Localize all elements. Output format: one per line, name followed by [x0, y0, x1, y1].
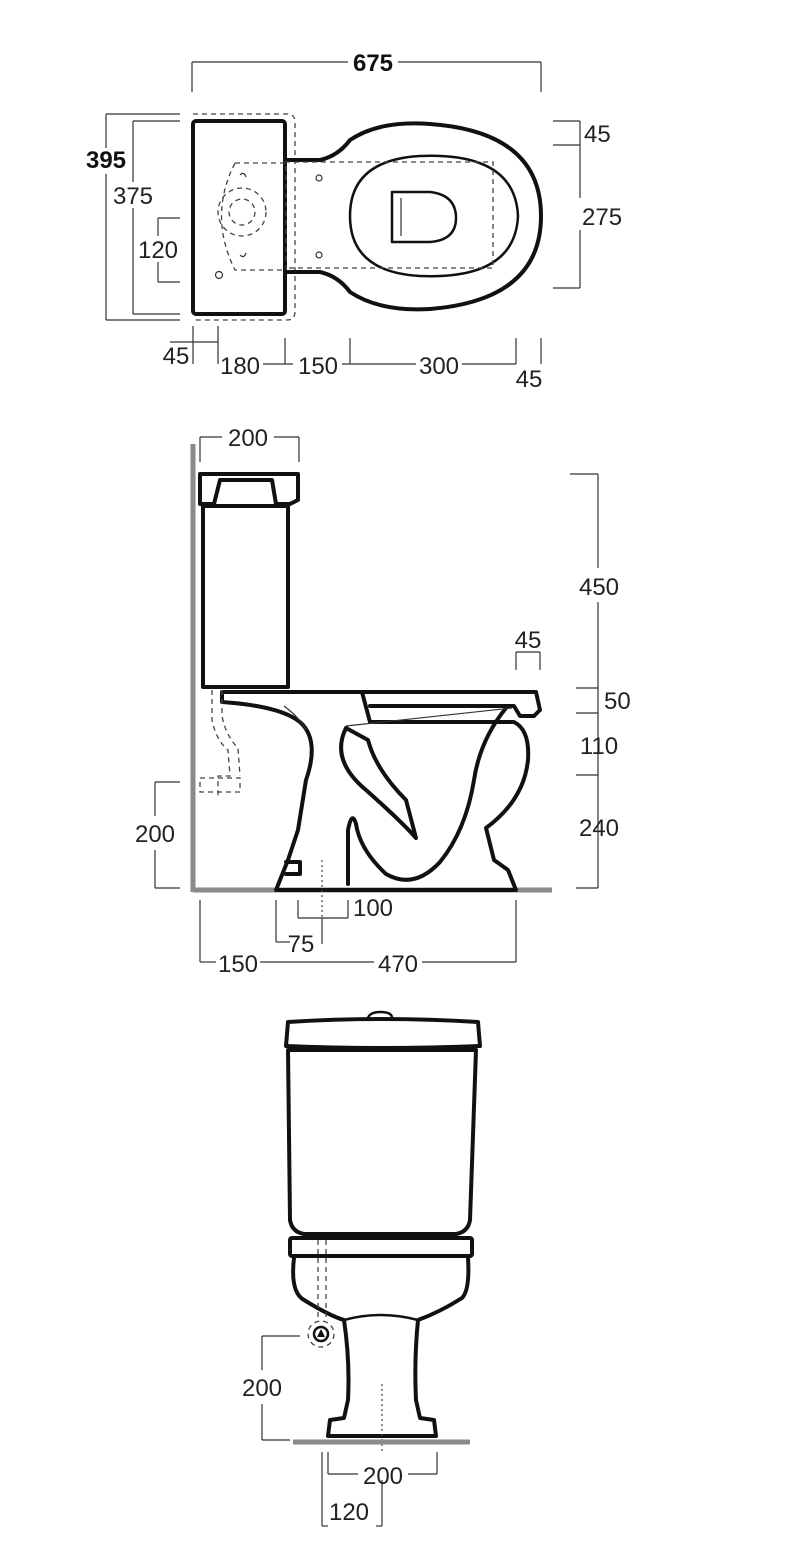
cistern-dashed-outline	[193, 113, 296, 321]
screw-mark-bottom	[239, 252, 247, 258]
dim-200-cistern: 200	[199, 425, 300, 462]
inlet-pipe-dashed	[211, 690, 231, 798]
trap-inner-side	[346, 706, 508, 886]
cistern-body-side	[201, 504, 290, 689]
bowl-top-outline	[283, 121, 543, 312]
trap-side	[339, 726, 418, 840]
inlet-valve-front-dashed	[307, 1320, 335, 1348]
cistern-mechanism-outline	[220, 162, 287, 271]
pan-outline-side	[220, 690, 531, 892]
label-120-base: 120	[329, 1499, 369, 1526]
label-75: 75	[288, 931, 315, 958]
dim-200-inlet-front: 200	[242, 1335, 300, 1441]
label-200-inlet-front: 200	[242, 1375, 282, 1402]
label-45-top-right: 45	[584, 121, 611, 148]
dim-120-top: 120	[138, 217, 180, 283]
cistern-lid-front	[284, 1017, 482, 1050]
label-200-inlet-side: 200	[135, 821, 175, 848]
label-470: 470	[378, 951, 418, 978]
flush-valve-inner	[228, 198, 256, 226]
dim-45-top-right: 45	[553, 120, 611, 148]
label-110: 110	[580, 733, 618, 760]
flush-valve-outer	[217, 187, 267, 237]
label-120-top: 120	[138, 237, 178, 264]
label-100: 100	[353, 895, 393, 922]
dim-275: 275	[553, 145, 622, 289]
label-45-rim: 45	[515, 627, 542, 654]
dims-bottom-side: 100 75 150 470	[199, 895, 517, 978]
dim-395: 395	[86, 113, 180, 321]
inlet-arrow-icon	[317, 1329, 325, 1337]
label-675: 675	[353, 50, 393, 77]
label-200-cistern: 200	[228, 425, 268, 452]
hinge-hole-bottom	[315, 251, 323, 259]
inlet-hole	[214, 270, 224, 280]
label-275: 275	[582, 204, 622, 231]
side-view: 200 450 50 110	[135, 425, 631, 978]
screw-mark-top	[239, 172, 247, 178]
label-395: 395	[86, 147, 126, 174]
dim-675: 675	[191, 50, 542, 92]
dim-45-rim: 45	[515, 627, 542, 670]
label-180: 180	[220, 353, 260, 380]
pan-rim-front	[288, 1236, 474, 1258]
seat-dashed-outline	[285, 161, 494, 269]
label-45-bottom-left: 45	[163, 343, 190, 370]
dims-right-side: 450 50 110 240	[570, 473, 631, 889]
dims-bottom-front: 200 120	[321, 1452, 438, 1527]
top-view: 675 395 375	[86, 50, 622, 393]
dims-bottom-top-view: 45 180 150 300 45	[163, 326, 543, 393]
label-150-top: 150	[298, 353, 338, 380]
label-240: 240	[579, 815, 619, 842]
label-375: 375	[113, 183, 153, 210]
inlet-valve-dashed	[199, 777, 241, 793]
bowl-inner-rim	[348, 154, 520, 278]
cistern-body-front	[286, 1048, 478, 1236]
label-300: 300	[419, 353, 459, 380]
bowl-outlet-opening	[390, 190, 458, 244]
cistern-lid-side	[198, 472, 300, 506]
hinge-hole-top	[315, 174, 323, 182]
dim-200-inlet-side: 200	[135, 781, 180, 889]
dim-375: 375	[113, 120, 180, 315]
label-450: 450	[579, 574, 619, 601]
label-50: 50	[604, 688, 631, 715]
front-view: 200 200 120	[242, 1010, 482, 1527]
inlet-valve-front	[312, 1325, 330, 1343]
label-200-base: 200	[363, 1463, 403, 1490]
label-45-bottom-right: 45	[516, 366, 543, 393]
cistern-top	[191, 119, 287, 316]
label-150-side: 150	[218, 951, 258, 978]
rim-lip-side	[360, 690, 542, 718]
